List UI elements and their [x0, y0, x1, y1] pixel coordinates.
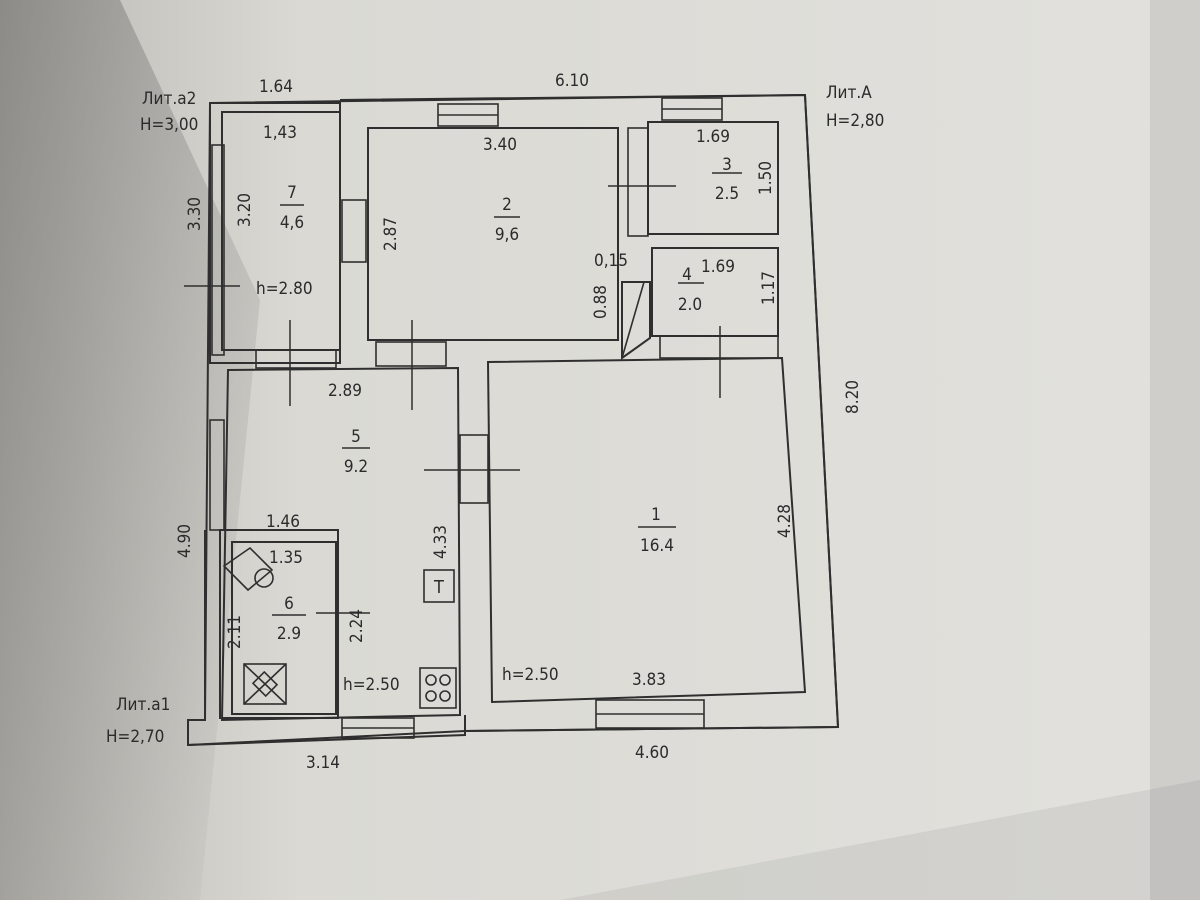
- room6-area: 2.9: [277, 624, 301, 644]
- dim-room5-length: 4.33: [431, 525, 451, 559]
- dim-partition: 0,15: [594, 251, 628, 271]
- blockA-outer: [339, 93, 840, 732]
- photo-shadow-left: [0, 0, 260, 900]
- room5-number: 5: [351, 427, 361, 447]
- partition-7-5: [255, 349, 337, 369]
- dim-room1-length: 4.28: [775, 504, 795, 538]
- block-a1-name: Лит.a1: [116, 695, 170, 715]
- block-A-name: Лит.A: [826, 83, 872, 103]
- dim-room4-length: 1.17: [759, 271, 779, 305]
- photo-shadow-bottom: [560, 780, 1200, 900]
- room7-area: 4,6: [280, 213, 304, 233]
- wall-a2-left: [211, 144, 225, 356]
- dim-room6-left: 2.11: [225, 615, 245, 649]
- room1-area: 16.4: [640, 536, 674, 556]
- partition-4-1: [659, 335, 779, 359]
- dim-ext-bottom-right: 4.60: [635, 743, 669, 763]
- room2-number: 2: [502, 195, 512, 215]
- dim-room6-outer: 1.46: [266, 512, 300, 532]
- room7-ceiling-height: h=2.80: [256, 279, 313, 299]
- boiler-symbol: [423, 569, 455, 603]
- room1-number: 1: [651, 505, 661, 525]
- block-a1-height: H=2,70: [106, 727, 164, 747]
- room1-walls: [486, 356, 807, 704]
- room3-area: 2.5: [715, 184, 739, 204]
- dim-ext-top-main: 6.10: [555, 71, 589, 91]
- corridor-walls: [621, 281, 651, 360]
- room5-area: 9.2: [344, 457, 368, 477]
- gas-stove-symbol: [419, 667, 457, 709]
- room6-number: 6: [284, 594, 294, 614]
- dim-room3-length: 1.50: [756, 161, 776, 195]
- room6-fixtures: [222, 546, 287, 705]
- door-ticks: [184, 185, 721, 614]
- room2-walls: [367, 127, 619, 341]
- dim-room7-width: 1,43: [263, 123, 297, 143]
- block-a2-name: Лит.a2: [142, 89, 196, 109]
- room3-number: 3: [722, 155, 732, 175]
- paper-edge: [1150, 0, 1200, 900]
- window-room2-left: [341, 199, 367, 263]
- block-a2-height: H=3,00: [140, 115, 198, 135]
- room6-inner: [231, 541, 337, 715]
- room2-area: 9,6: [495, 225, 519, 245]
- stove-symbol: [243, 663, 287, 705]
- room4-area: 2.0: [678, 295, 702, 315]
- a2-outer: [209, 102, 341, 364]
- dim-room2-length: 2.87: [381, 217, 401, 251]
- dim-room6-width: 1.35: [269, 548, 303, 568]
- fraction-bars: [272, 172, 742, 616]
- partition-2-3: [627, 127, 649, 237]
- room4-number: 4: [682, 265, 692, 285]
- dim-room5-width: 2.89: [328, 381, 362, 401]
- room7-number: 7: [287, 183, 297, 203]
- openings: [209, 97, 779, 739]
- kitchen-fixtures: [419, 569, 457, 709]
- window-room5-left: [209, 419, 225, 531]
- dim-room1-width: 3.83: [632, 670, 666, 690]
- dim-ext-left-lower: 4.90: [175, 524, 195, 558]
- room6-walls: [219, 529, 339, 719]
- room5-walls: [220, 366, 462, 722]
- a1-outer: [187, 715, 466, 746]
- room1-ceiling-height: h=2.50: [502, 665, 559, 685]
- dim-ext-left-upper: 3.30: [185, 197, 205, 231]
- toilet-symbol: [222, 546, 274, 592]
- dim-room6-right: 2.24: [347, 609, 367, 643]
- partition-2-5: [375, 341, 447, 367]
- dim-room3-width: 1.69: [696, 127, 730, 147]
- dim-room7-length: 3.20: [235, 193, 255, 227]
- door-swing: [621, 281, 645, 359]
- dim-ext-bottom-left: 3.14: [306, 753, 340, 773]
- block-A-height: H=2,80: [826, 111, 884, 131]
- boiler-label: T: [433, 577, 444, 598]
- door-5-1: [459, 434, 489, 504]
- room5-ceiling-height: h=2.50: [343, 675, 400, 695]
- dim-corridor: 0.88: [591, 285, 611, 319]
- dim-room4-width: 1.69: [701, 257, 735, 277]
- dim-ext-right: 8.20: [843, 380, 863, 414]
- dim-room2-width: 3.40: [483, 135, 517, 155]
- dim-ext-top-left: 1.64: [259, 77, 293, 97]
